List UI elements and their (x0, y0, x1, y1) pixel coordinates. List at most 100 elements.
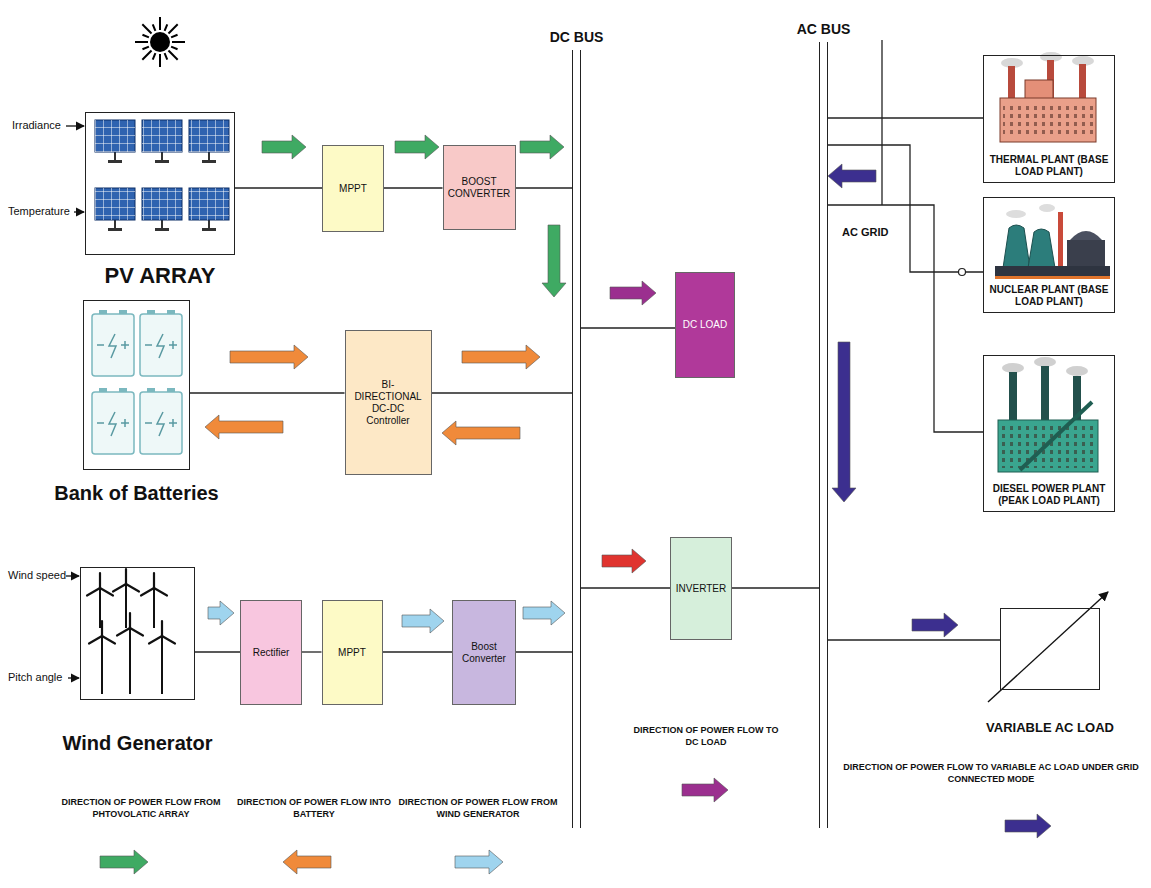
diesel-plant-picture (998, 357, 1098, 472)
thermal-plant-picture (1000, 52, 1096, 142)
reactor-dome (1070, 231, 1102, 240)
sun-ray (165, 53, 168, 59)
smoke (1066, 366, 1088, 376)
turbine-tower (153, 588, 155, 628)
annotation-label: Temperature (8, 205, 70, 218)
plant-windows (1003, 102, 1093, 138)
turbine-blade (154, 588, 167, 596)
legend-text: DIRECTION OF POWER FLOW INTO BATTERY (236, 797, 392, 820)
power-flow-arrow (395, 135, 439, 159)
rectifier-box: Rectifier (240, 600, 302, 705)
turbine-blade (130, 628, 143, 636)
battery-cell (140, 310, 182, 376)
steam (1006, 210, 1026, 218)
box-label: INVERTER (676, 583, 726, 595)
panel-base (155, 228, 169, 231)
heading-label: DC BUS (550, 29, 604, 45)
solar-panel (95, 188, 135, 231)
sun-ray (142, 50, 151, 59)
sun-ray (159, 17, 161, 30)
sun-ray (172, 41, 185, 43)
box-label: BI-DIRECTIONAL DC-DC Controller (350, 379, 427, 427)
wind-turbine (87, 573, 113, 628)
power-flow-arrow (455, 850, 503, 874)
panel-stand (208, 220, 210, 228)
legend-text: DIRECTION OF POWER FLOW TO VARIABLE AC L… (838, 762, 1144, 785)
heading-label: VARIABLE AC LOAD (986, 721, 1114, 736)
smoke (1002, 363, 1024, 373)
sun-ray (142, 47, 148, 50)
turbine-blade (129, 613, 131, 628)
battery-cell (140, 388, 182, 454)
power-flow-arrow (542, 225, 566, 297)
sun-disc (150, 32, 170, 52)
connector-wire (516, 187, 573, 188)
turbine-tower (101, 636, 103, 694)
minus-sign (145, 422, 152, 424)
input-arrow (66, 125, 84, 126)
input-arrow (66, 575, 79, 576)
nuclear-plant-picture (995, 204, 1110, 279)
dc-bus: DC BUS (572, 50, 581, 828)
power-flow-arrow (462, 345, 540, 369)
panel-stand (208, 152, 210, 160)
battery-body (140, 392, 182, 454)
chimney (1008, 66, 1015, 100)
panel-cells (95, 120, 135, 152)
panel-face (189, 188, 229, 220)
power-flow-arrow (912, 613, 958, 637)
heading-label: Wind Generator (63, 732, 213, 755)
connector-wire (581, 587, 670, 588)
nuclear-plant-box: NUCLEAR PLANT (BASE LOAD PLANT) (983, 197, 1115, 313)
plant-building (1000, 98, 1096, 142)
connector-wire (581, 327, 675, 328)
minus-sign (97, 344, 104, 346)
annotation-label: Irradiance (12, 119, 61, 132)
box-label: THERMAL PLANT (BASE LOAD PLANT) (988, 154, 1110, 178)
connector-wire (235, 187, 322, 188)
connector-wire (828, 205, 983, 432)
wind-turbine (89, 621, 115, 694)
battery-body (92, 314, 134, 376)
box-label: NUCLEAR PLANT (BASE LOAD PLANT) (988, 284, 1110, 308)
mppt-box: MPPT (322, 600, 383, 705)
solar-panel (189, 188, 229, 231)
battery-body (92, 392, 134, 454)
wind-turbine (117, 613, 143, 694)
input-arrow (68, 677, 79, 678)
turbine-blade (117, 628, 130, 636)
turbine-blade (162, 636, 175, 644)
heading-label: PV ARRAY (105, 263, 216, 288)
pv-array-box: PV ARRAY (85, 112, 235, 255)
panel-cells (142, 120, 182, 152)
wind-turbine (149, 621, 175, 694)
thermal-plant-box: THERMAL PLANT (BASE LOAD PLANT) (983, 55, 1115, 183)
power-flow-arrow (100, 850, 148, 874)
power-flow-arrow (442, 421, 520, 445)
power-flow-arrow (1005, 814, 1051, 838)
sun-ray (142, 35, 148, 38)
grid-wire (881, 40, 882, 205)
connector-wire (195, 651, 240, 652)
box-label: Rectifier (253, 647, 290, 659)
box-label: MPPT (338, 647, 366, 659)
variable-ac-load-box: VARIABLE AC LOAD (1000, 608, 1100, 690)
power-flow-arrow (262, 135, 306, 159)
sun-ray (153, 24, 156, 30)
sun-ray (142, 24, 151, 33)
switch-symbol (959, 269, 966, 276)
solar-panel (95, 120, 135, 163)
annotation-label: Pitch angle (8, 671, 62, 684)
panel-stand (114, 152, 116, 160)
steam (1039, 204, 1055, 212)
bolt-sign (157, 412, 164, 436)
connector-wire (383, 651, 453, 652)
connector-wire (190, 392, 345, 393)
panel-base (108, 228, 122, 231)
battery-cell (92, 310, 134, 376)
connector-wire (384, 187, 443, 188)
cooling-tower (1003, 225, 1030, 268)
panel-stand (161, 152, 163, 160)
turbine-blade (126, 584, 139, 592)
sun-ray (165, 24, 168, 30)
